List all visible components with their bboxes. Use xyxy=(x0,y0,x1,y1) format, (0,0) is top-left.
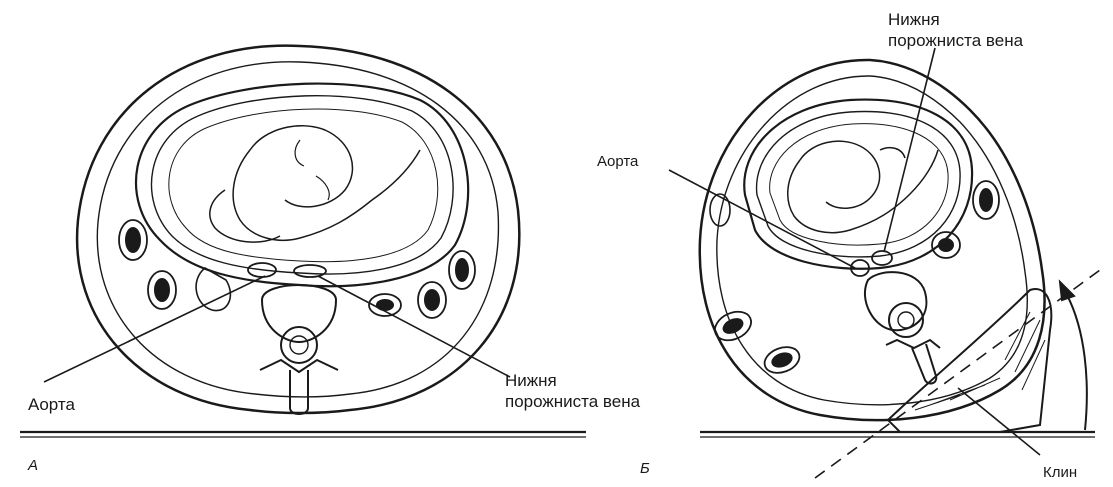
vertebra-b xyxy=(865,272,927,330)
label-aorta-a: Аорта xyxy=(28,395,75,415)
abdomen-outline-a xyxy=(77,46,519,413)
panel-letter-b: Б xyxy=(640,460,650,477)
panel-a-illustration xyxy=(20,46,586,437)
leader-ivc-b xyxy=(884,48,935,252)
label-ivc-a-line1: Нижня xyxy=(505,371,557,391)
ivc-a xyxy=(294,265,326,277)
vertebra-a xyxy=(262,285,336,342)
label-wedge-b: Клин xyxy=(1043,463,1077,483)
leader-wedge-b xyxy=(958,388,1040,455)
uterus-outline-b xyxy=(744,100,972,269)
fetus-a xyxy=(210,126,420,242)
label-ivc-b-line1: Нижня xyxy=(888,10,940,30)
label-ivc-b-line2: порожниста вена xyxy=(888,31,1023,51)
ivc-b xyxy=(872,251,892,265)
panel-b-illustration xyxy=(669,48,1100,478)
leader-aorta-b xyxy=(669,170,855,268)
abdomen-outline-b xyxy=(700,60,1045,420)
tilt-line-b xyxy=(815,270,1100,478)
leader-ivc-a xyxy=(318,276,510,377)
rotation-arrow xyxy=(1067,295,1087,430)
panel-letter-a: А xyxy=(28,457,38,474)
label-ivc-a-line2: порожниста вена xyxy=(505,392,640,412)
label-aorta-b: Аорта xyxy=(597,152,638,172)
fetus-b xyxy=(788,141,938,232)
